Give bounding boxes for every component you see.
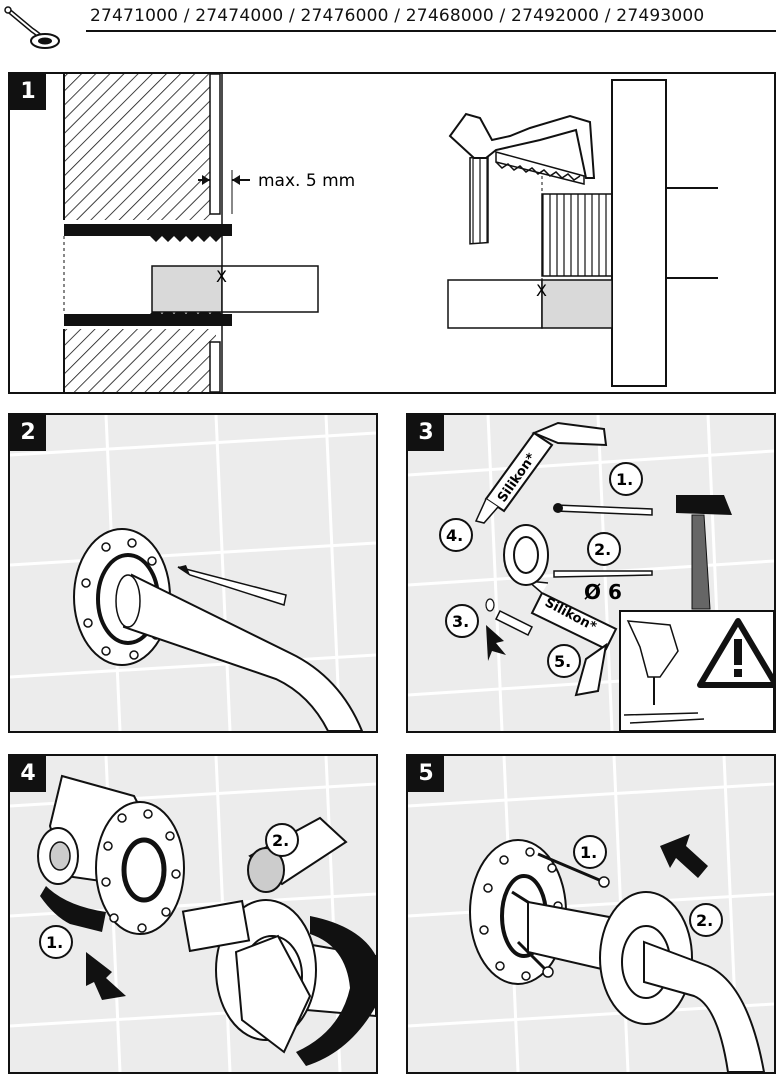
drill-bit-icon — [553, 570, 653, 578]
step-number: 3 — [408, 415, 444, 451]
step-4-diagram: 2. 1. — [10, 756, 376, 1072]
sub-step-2: 2. — [594, 540, 611, 559]
step-5-panel: 5 1. 2. — [406, 754, 776, 1074]
step-number: 2 — [10, 415, 46, 451]
header: 27471000 / 27474000 / 27476000 / 2746800… — [0, 0, 779, 60]
shower-arm-icon — [4, 6, 60, 49]
hacksaw-icon — [448, 112, 596, 185]
hammer-icon — [676, 495, 732, 610]
step-2-diagram — [10, 415, 376, 731]
step-3-diagram: Silikon* Silikon* Ø 6 1. 2. 3. — [408, 415, 774, 731]
step-2-panel: 2 — [8, 413, 378, 733]
pencil-icon — [177, 565, 287, 606]
step-number: 4 — [10, 756, 46, 792]
sub-step-2: 2. — [696, 911, 713, 930]
sub-step-1: 1. — [46, 933, 63, 952]
warning-icon — [697, 618, 774, 688]
max-distance-label: max. 5 mm — [258, 171, 355, 191]
step-number: 5 — [408, 756, 444, 792]
step-5-diagram: 1. 2. — [408, 756, 774, 1072]
cut-mark: X — [216, 267, 227, 286]
sub-step-1: 1. — [580, 843, 597, 862]
sub-step-3: 3. — [452, 612, 469, 631]
drill-icon — [623, 620, 705, 724]
product-codes: 27471000 / 27474000 / 27476000 / 2746800… — [90, 6, 705, 26]
sub-step-4: 4. — [446, 526, 463, 545]
header-rule — [86, 30, 776, 32]
drill-size: Ø 6 — [584, 580, 622, 604]
cut-mark-2: X — [536, 281, 547, 300]
sub-step-5: 5. — [554, 652, 571, 671]
sub-step-1: 1. — [616, 470, 633, 489]
step-3-panel: 3 Silikon* Silikon* — [406, 413, 776, 733]
step-4-panel: 4 2. 1. — [8, 754, 378, 1074]
step-1-panel: 1 X — [8, 72, 776, 394]
step-number: 1 — [10, 74, 46, 110]
dowel-icon — [494, 609, 534, 637]
step-1-diagram: X max. 5 mm X — [63, 74, 718, 392]
sub-step-2: 2. — [272, 831, 289, 850]
